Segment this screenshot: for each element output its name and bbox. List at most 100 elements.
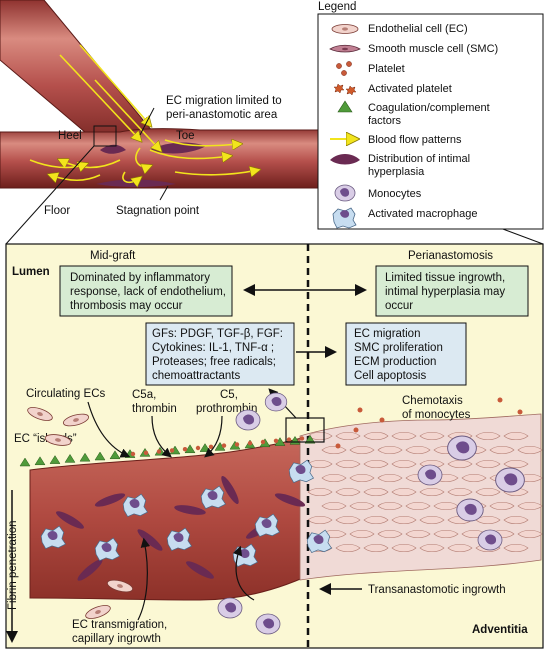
platelet bbox=[379, 417, 385, 423]
smc-cell bbox=[349, 529, 375, 539]
platelet bbox=[286, 437, 292, 442]
box-growth-factors bbox=[145, 322, 295, 386]
c5-arrow bbox=[204, 415, 223, 458]
toe-label: Toe bbox=[176, 130, 195, 142]
legend-item-ec: Endothelial cell (EC) bbox=[368, 23, 468, 35]
perianastomosis-label: Perianastomosis bbox=[408, 250, 493, 262]
smc-cell bbox=[517, 445, 543, 455]
activated-macrophage bbox=[200, 485, 227, 510]
intimal-hyperplasia-streak bbox=[77, 559, 103, 581]
platelet bbox=[169, 448, 175, 453]
monocyte bbox=[477, 529, 503, 551]
smc-cell bbox=[307, 515, 333, 525]
smc-cell bbox=[405, 445, 431, 455]
legend-item-hyperplasia-2: hyperplasia bbox=[368, 166, 425, 178]
intimal-hyperplasia-streak bbox=[56, 511, 85, 529]
coagulation-triangle bbox=[184, 444, 196, 454]
box-gf-line-1: GFs: PDGF, TGF-β, FGF: bbox=[152, 328, 283, 340]
coagulation-triangle bbox=[304, 434, 316, 444]
box-mid-graft-line-2: response, lack of endothelium, bbox=[70, 286, 226, 298]
monocyte bbox=[456, 498, 484, 522]
smc-cell bbox=[363, 459, 389, 469]
platelet bbox=[130, 451, 136, 457]
smc-cell bbox=[391, 487, 417, 497]
smc-cell bbox=[419, 543, 445, 553]
ec-transmigration-label-1: EC transmigration, bbox=[72, 619, 167, 631]
smc-cell bbox=[447, 543, 473, 553]
smc-cell bbox=[503, 515, 529, 525]
legend-item-flow: Blood flow patterns bbox=[368, 134, 462, 146]
coagulation-triangle-icon bbox=[337, 100, 353, 113]
smc-cell bbox=[419, 515, 445, 525]
legend: Legend Endothelial cell (EC) Smooth musc… bbox=[317, 1, 544, 230]
smc-cell bbox=[447, 487, 473, 497]
platelet bbox=[234, 442, 240, 447]
monocyte bbox=[417, 464, 443, 486]
heel-detail-box bbox=[93, 125, 117, 147]
monocyte bbox=[217, 597, 243, 619]
endothelial-cell-icon bbox=[331, 24, 359, 34]
smc-cell bbox=[517, 529, 543, 539]
smc-cell bbox=[307, 459, 333, 469]
monocyte-ingrowth-arrow bbox=[233, 545, 255, 601]
platelet bbox=[497, 397, 503, 403]
platelet bbox=[143, 450, 149, 455]
smc-cell bbox=[419, 487, 445, 497]
box-perianastomosis bbox=[375, 265, 529, 317]
migration-label-2: peri-anastomotic area bbox=[166, 109, 278, 121]
wall-cells bbox=[40, 459, 333, 581]
intimal-hyperplasia-heel bbox=[100, 144, 126, 154]
ec-transmigration-label-2: capillary ingrowth bbox=[72, 633, 161, 645]
migration-label-1: EC migration limited to bbox=[166, 95, 282, 107]
smooth-muscle-cell-icon bbox=[329, 44, 361, 53]
smc-cell bbox=[335, 487, 361, 497]
smc-cell bbox=[419, 431, 445, 441]
transmigrating-ec bbox=[106, 579, 134, 593]
intimal-hyperplasia-streak bbox=[186, 561, 214, 579]
activated-macrophage bbox=[94, 537, 121, 562]
box-gf-line-4: chemoattractants bbox=[152, 370, 240, 382]
box-perianastomosis-line-2: intimal hyperplasia may bbox=[385, 286, 505, 298]
stagnation-pointer bbox=[159, 185, 169, 201]
circulating-ec bbox=[27, 407, 53, 421]
box-perianastomosis-line-3: occur bbox=[385, 300, 413, 312]
chemotaxis-label-1: Chemotaxis bbox=[402, 395, 463, 407]
box-gf-line-3: Proteases; free radicals; bbox=[152, 356, 276, 368]
smc-cell bbox=[489, 501, 515, 511]
smc-cell bbox=[363, 487, 389, 497]
activated-platelet-icon bbox=[333, 83, 357, 96]
smc-cell bbox=[503, 431, 529, 441]
box-mid-graft-line-1: Dominated by inflammatory bbox=[70, 272, 210, 284]
smc-cell bbox=[335, 543, 361, 553]
legend-item-smc: Smooth muscle cell (SMC) bbox=[368, 43, 498, 55]
c5a-label-2: thrombin bbox=[132, 403, 177, 415]
coagulation-triangle bbox=[34, 456, 46, 466]
legend-item-hyperplasia: Distribution of intimal bbox=[368, 153, 470, 165]
c5a-label-1: C5a, bbox=[132, 389, 156, 401]
activated-macrophage bbox=[288, 459, 315, 484]
coagulation-triangle bbox=[64, 453, 76, 463]
activated-macrophage bbox=[306, 529, 333, 554]
intimal-hyperplasia-streak bbox=[274, 493, 306, 507]
smc-cell bbox=[321, 473, 347, 483]
smc-cell bbox=[503, 543, 529, 553]
smc-cell bbox=[377, 473, 403, 483]
platelet bbox=[335, 443, 341, 449]
smc-cell bbox=[503, 459, 529, 469]
circulating-ecs-label: Circulating ECs bbox=[26, 388, 105, 400]
legend-item-activated-platelet: Activated platelet bbox=[368, 83, 452, 95]
smc-cell bbox=[363, 431, 389, 441]
ec-transmigration-arrow bbox=[137, 537, 151, 621]
c5-label-1: C5, bbox=[220, 389, 238, 401]
legend-item-coagulation: Coagulation/complement bbox=[368, 102, 490, 114]
legend-item-coagulation-2: factors bbox=[368, 115, 402, 127]
smc-cell bbox=[349, 501, 375, 511]
platelet bbox=[299, 436, 305, 441]
smc-cell bbox=[475, 515, 501, 525]
monocyte bbox=[264, 392, 288, 412]
host-artery bbox=[0, 128, 319, 189]
coagulation-factors bbox=[19, 434, 316, 467]
smc-cell bbox=[391, 459, 417, 469]
adventitia-label: Adventitia bbox=[472, 624, 528, 636]
